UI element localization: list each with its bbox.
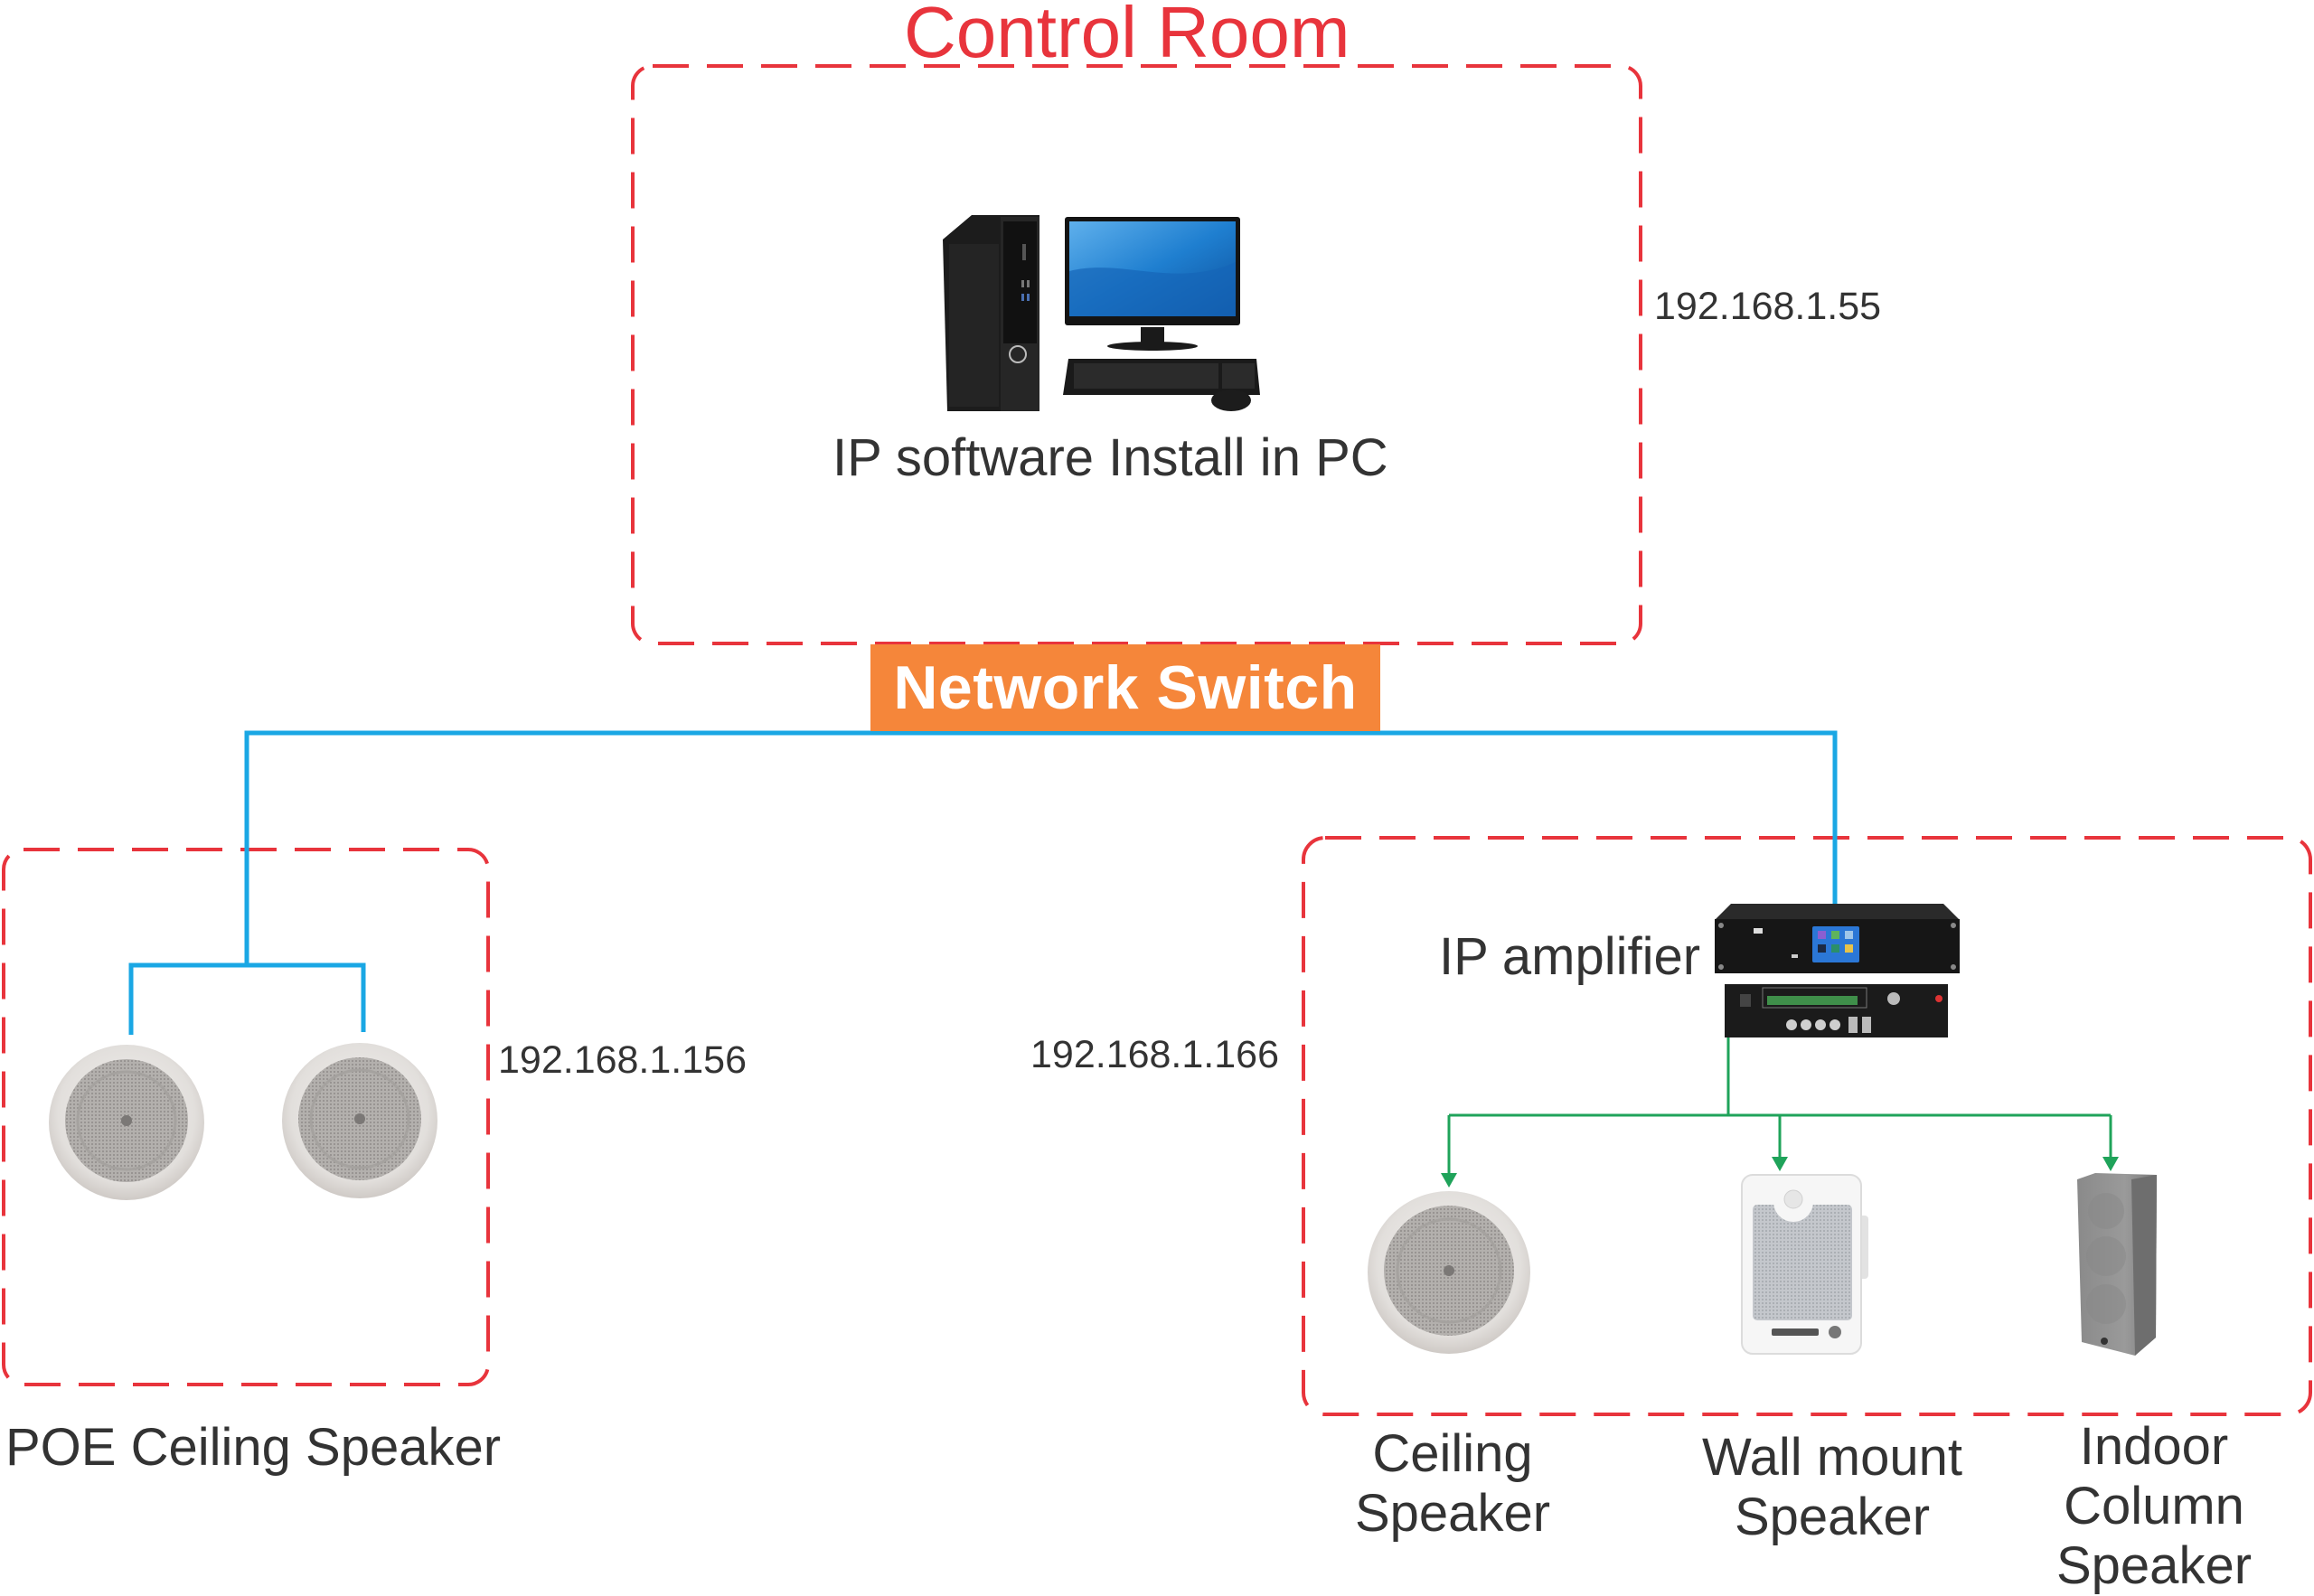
ip-amplifier-back-icon: [1725, 984, 1948, 1037]
label-line: Wall mount: [1702, 1428, 1962, 1487]
ip-amplifier-label: IP amplifier: [1439, 927, 1701, 986]
poe-ip-address: 192.168.1.156: [498, 1038, 747, 1082]
network-switch: Network Switch: [870, 644, 1380, 731]
label-line: Speaker: [1734, 1488, 1931, 1546]
arrowheads: [1441, 1157, 2119, 1188]
ceiling-speaker: [1368, 1191, 1530, 1354]
pc-tower-icon: [943, 215, 1039, 411]
control-room-title: Control Room: [904, 0, 1350, 72]
audio-lines: [1447, 1037, 2112, 1175]
pc-label: IP software Install in PC: [832, 428, 1388, 487]
poe-ceiling-speaker-1: [49, 1045, 204, 1200]
poe-ceiling-speaker-2: [282, 1043, 437, 1198]
poe-branch-line: [128, 962, 366, 1035]
monitor-icon: [1065, 217, 1240, 351]
ceiling-speaker-label: Ceiling Speaker: [1326, 1424, 1579, 1544]
arrow-down-icon: [2102, 1157, 2119, 1171]
label-line: Column: [2064, 1477, 2244, 1535]
control-room-zone: [631, 64, 1642, 645]
network-lines: [128, 730, 1838, 1035]
indoor-column-speaker: [2077, 1173, 2157, 1356]
amplifier-ip-address: 192.168.1.166: [1030, 1033, 1279, 1076]
indoor-column-speaker-label: Indoor Column Speaker: [2027, 1417, 2281, 1596]
pc-ip-address: 192.168.1.55: [1654, 285, 1882, 328]
mouse-icon: [1211, 390, 1251, 411]
arrow-down-icon: [1441, 1173, 1457, 1188]
amplifier-zone: [1302, 836, 2312, 1416]
label-line: Speaker: [1354, 1484, 1551, 1543]
poe-zone-label: POE Ceiling Speaker: [5, 1418, 502, 1477]
arrow-down-icon: [1772, 1157, 1788, 1171]
wall-mount-speaker-label: Wall mount Speaker: [1688, 1428, 1977, 1547]
label-line: Speaker: [2055, 1536, 2253, 1595]
keyboard-icon: [1063, 359, 1260, 395]
label-line: Indoor: [2079, 1417, 2229, 1476]
network-switch-label: Network Switch: [893, 653, 1358, 722]
label-line: Ceiling: [1372, 1424, 1533, 1483]
ip-amplifier-front-icon: [1715, 904, 1960, 973]
network-trunk-line: [244, 730, 1838, 965]
wall-mount-speaker: [1741, 1174, 1868, 1355]
